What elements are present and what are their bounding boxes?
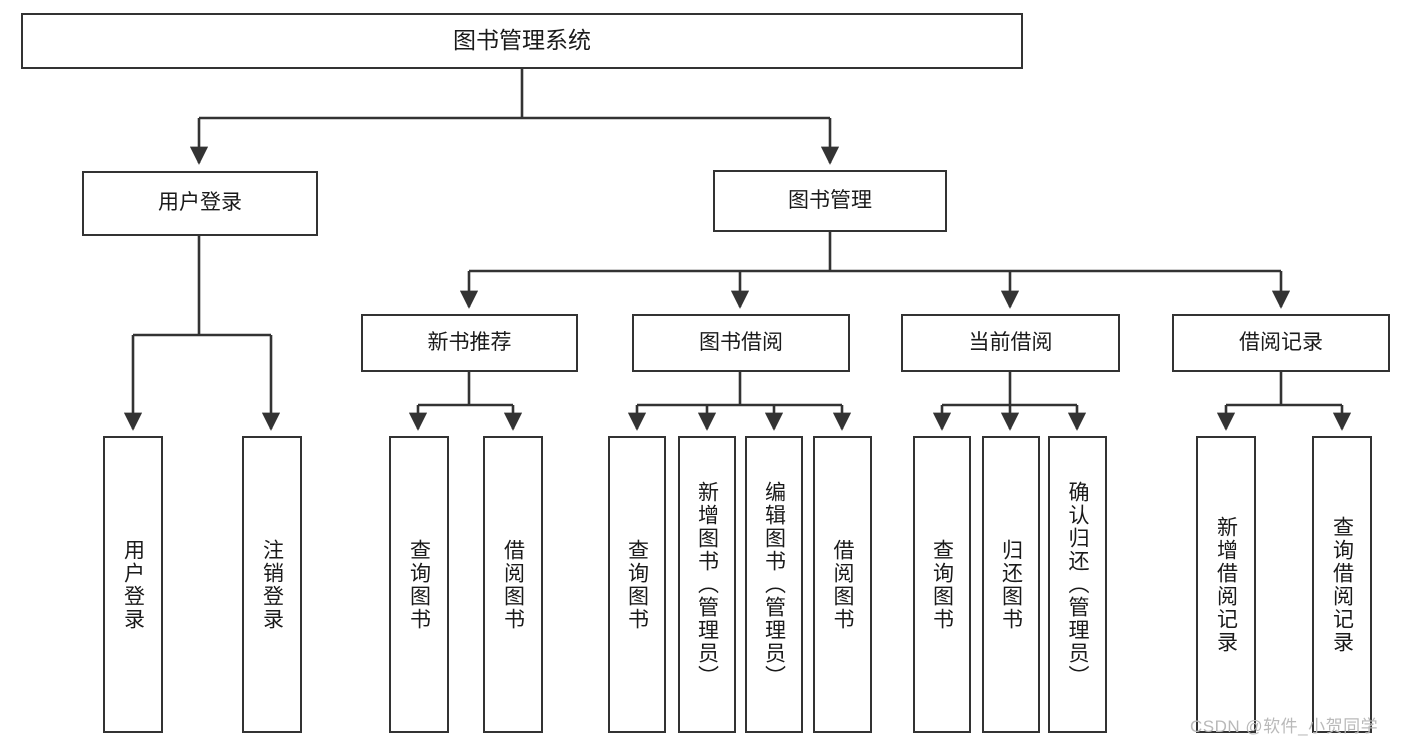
node-label: 用户登录 — [121, 538, 145, 631]
node-book-manage: 图书管理 — [713, 170, 947, 232]
node-label: 查询图书 — [930, 538, 954, 631]
node-root-system: 图书管理系统 — [21, 13, 1023, 69]
node-leaf-query-book-1: 查询图书 — [389, 436, 449, 733]
node-leaf-borrow-book-2: 借阅图书 — [813, 436, 872, 733]
node-label: 图书管理系统 — [453, 27, 591, 54]
node-label: 借阅图书 — [831, 538, 854, 631]
node-label: 查询图书 — [407, 538, 431, 631]
node-leaf-user-login: 用户登录 — [103, 436, 163, 733]
node-label: 借阅记录 — [1239, 330, 1323, 354]
node-book-borrow: 图书借阅 — [632, 314, 850, 372]
node-label: 借阅图书 — [501, 538, 525, 631]
node-label: 归还图书 — [999, 538, 1023, 631]
node-leaf-query-book-2: 查询图书 — [608, 436, 666, 733]
node-label: 注销登录 — [260, 538, 284, 631]
node-leaf-edit-book: 编辑图书（管理员） — [745, 436, 803, 733]
node-label: 确认归还（管理员） — [1066, 481, 1089, 688]
node-label: 图书管理 — [788, 188, 872, 212]
node-label: 新增图书（管理员） — [695, 481, 719, 688]
node-label: 新增借阅记录 — [1214, 515, 1238, 654]
node-label: 新书推荐 — [427, 330, 512, 354]
node-label: 查询图书 — [625, 538, 649, 631]
node-leaf-logout-login: 注销登录 — [242, 436, 302, 733]
node-leaf-return-book: 归还图书 — [982, 436, 1040, 733]
node-leaf-confirm-return: 确认归还（管理员） — [1048, 436, 1107, 733]
node-borrow-record: 借阅记录 — [1172, 314, 1390, 372]
node-label: 当前借阅 — [968, 330, 1053, 354]
node-new-book-recommend: 新书推荐 — [361, 314, 578, 372]
node-leaf-query-record: 查询借阅记录 — [1312, 436, 1372, 733]
node-label: 用户登录 — [158, 191, 242, 215]
watermark-text: CSDN @软件_小贺同学 — [1190, 717, 1379, 736]
node-leaf-add-book: 新增图书（管理员） — [678, 436, 736, 733]
node-label: 查询借阅记录 — [1330, 515, 1354, 654]
node-leaf-query-book-3: 查询图书 — [913, 436, 971, 733]
node-label: 编辑图书（管理员） — [762, 481, 786, 688]
node-label: 图书借阅 — [699, 330, 783, 354]
node-current-borrow: 当前借阅 — [901, 314, 1120, 372]
node-user-login: 用户登录 — [82, 171, 318, 236]
node-leaf-borrow-book-1: 借阅图书 — [483, 436, 543, 733]
node-leaf-add-record: 新增借阅记录 — [1196, 436, 1256, 733]
